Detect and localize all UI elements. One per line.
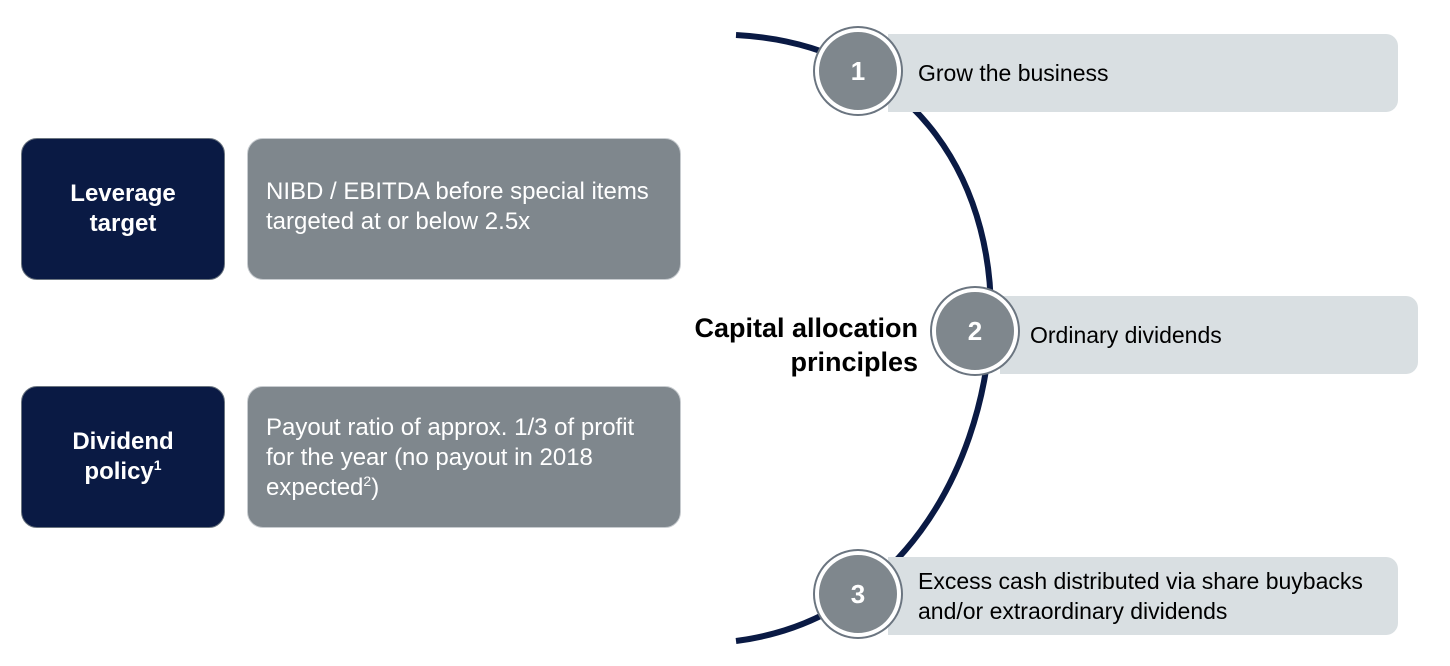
principle-2-number: 2	[932, 288, 1018, 374]
principle-3-number-text: 3	[850, 578, 866, 609]
principle-2-number-text: 2	[967, 315, 983, 346]
leverage-target-label: Leverage target	[21, 138, 225, 280]
leverage-target-line1: Leverage	[70, 180, 176, 207]
principle-1-text: Grow the business	[918, 60, 1109, 86]
principle-3-box: Excess cash distributed via share buybac…	[888, 557, 1398, 635]
principle-2-box: Ordinary dividends	[1000, 296, 1418, 374]
dividend-policy-text-end: )	[371, 474, 380, 501]
center-title-line1: Capital allocation	[694, 313, 918, 343]
footnote-marker-1: 1	[153, 457, 162, 473]
leverage-target-line2: target	[89, 210, 157, 237]
dividend-policy-description: Payout ratio of approx. 1/3 of profit fo…	[247, 386, 681, 528]
dividend-policy-line2: policy	[84, 458, 154, 485]
principle-2-text: Ordinary dividends	[1030, 322, 1222, 348]
principle-3-text: Excess cash distributed via share buybac…	[918, 568, 1363, 624]
leverage-target-description: NIBD / EBITDA before special items targe…	[247, 138, 681, 280]
center-title-line2: principles	[790, 347, 918, 377]
center-title: Capital allocation principles	[694, 311, 918, 379]
dividend-policy-text: Payout ratio of approx. 1/3 of profit fo…	[266, 414, 635, 501]
principle-1-number: 1	[815, 28, 901, 114]
principle-1-box: Grow the business	[888, 34, 1398, 112]
footnote-marker-2: 2	[363, 473, 372, 489]
dividend-policy-line1: Dividend	[72, 428, 174, 455]
dividend-policy-label: Dividend policy1	[21, 386, 225, 528]
principle-3-number: 3	[815, 551, 901, 637]
leverage-target-text: NIBD / EBITDA before special items targe…	[266, 178, 649, 235]
principle-1-number-text: 1	[850, 55, 866, 86]
